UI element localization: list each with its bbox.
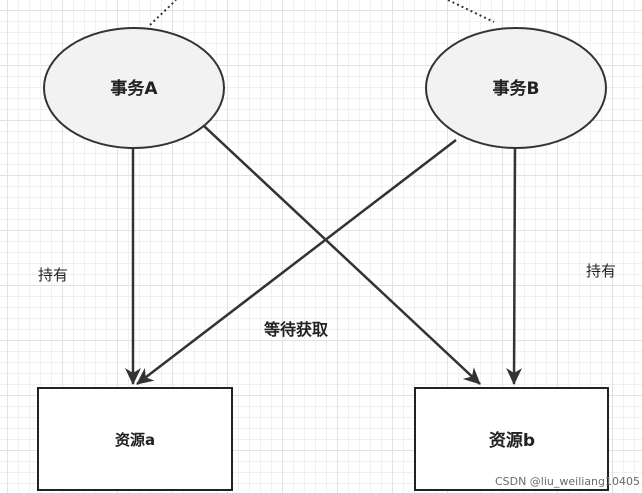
dotted-connector-b xyxy=(447,0,495,23)
resource-a-node[interactable] xyxy=(37,387,233,491)
edge-label-hold-left: 持有 xyxy=(38,266,68,284)
transaction-a-node[interactable] xyxy=(43,27,225,149)
resource-b-label: 资源b xyxy=(489,430,535,451)
arrow-transaction-b-holds-resource-b xyxy=(506,147,523,385)
edge-label-wait-acquire: 等待获取 xyxy=(263,320,328,339)
arrow-transaction-a-waits-resource-b xyxy=(203,125,481,385)
arrow-transaction-b-waits-resource-a xyxy=(136,139,457,385)
resource-a-label: 资源a xyxy=(115,431,155,449)
transaction-a-label: 事务A xyxy=(110,78,158,99)
edge-label-hold-right: 持有 xyxy=(586,262,616,280)
transaction-b-label: 事务B xyxy=(493,78,540,99)
dotted-connector-a xyxy=(149,0,177,26)
csdn-watermark: CSDN @liu_weiliang10405 xyxy=(495,475,640,488)
transaction-b-node[interactable] xyxy=(425,27,607,149)
resource-b-node[interactable] xyxy=(414,387,609,491)
